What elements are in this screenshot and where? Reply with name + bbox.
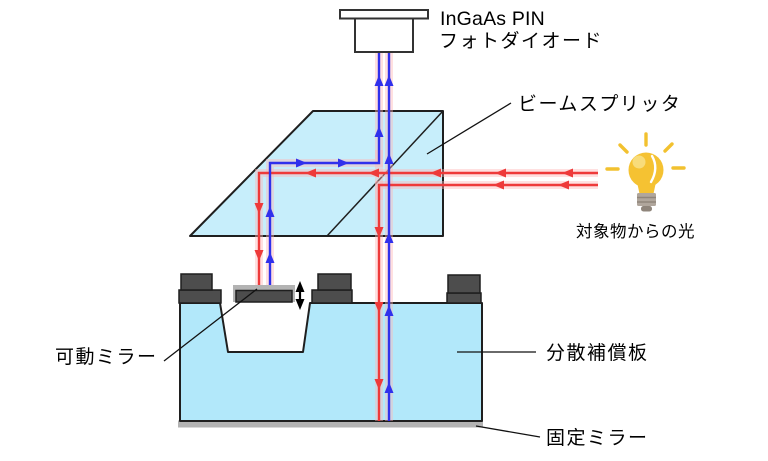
right-anchor-block (317, 273, 352, 291)
leader-lines (163, 102, 541, 438)
up-down-arrow-icon (295, 281, 305, 310)
photodiode-label-line2: フォトダイオード (439, 30, 603, 52)
beam-return-blue (265, 52, 394, 421)
text-labels: InGaAs PIN フォトダイオード ビームスプリッタ 対象物からの光 可動ミ… (55, 8, 695, 449)
beam-paths (254, 52, 598, 421)
photodiode-window (339, 9, 429, 20)
beam-incoming-red (254, 168, 598, 421)
light-source-label: 対象物からの光 (576, 222, 695, 241)
photodiode-body (354, 17, 414, 53)
beam-splitter-leader (426, 102, 512, 155)
movable-mirror-leader (163, 288, 258, 362)
photodiode (339, 9, 429, 53)
edge-anchor-block (447, 274, 481, 294)
fixed-mirror-layer (178, 420, 483, 428)
dispersion-plate (179, 302, 483, 422)
edge-anchor-pedestal (446, 292, 482, 304)
movable-mirror-body (235, 289, 293, 303)
dispersion-plate-label: 分散補償板 (546, 342, 649, 364)
movable-mirror (233, 285, 295, 303)
right-anchor-pedestal (311, 289, 353, 304)
movable-mirror-label: 可動ミラー (55, 346, 158, 368)
mems-structures (178, 273, 482, 310)
beam-splitter-label: ビームスプリッタ (518, 93, 681, 115)
left-anchor-block (180, 273, 213, 291)
fixed-mirror-label: 固定ミラー (546, 427, 649, 449)
photodiode-label-line1: InGaAs PIN (440, 8, 545, 30)
fixed-mirror-leader (475, 425, 541, 438)
lightbulb-icon (605, 132, 686, 212)
left-anchor-pedestal (178, 289, 222, 304)
